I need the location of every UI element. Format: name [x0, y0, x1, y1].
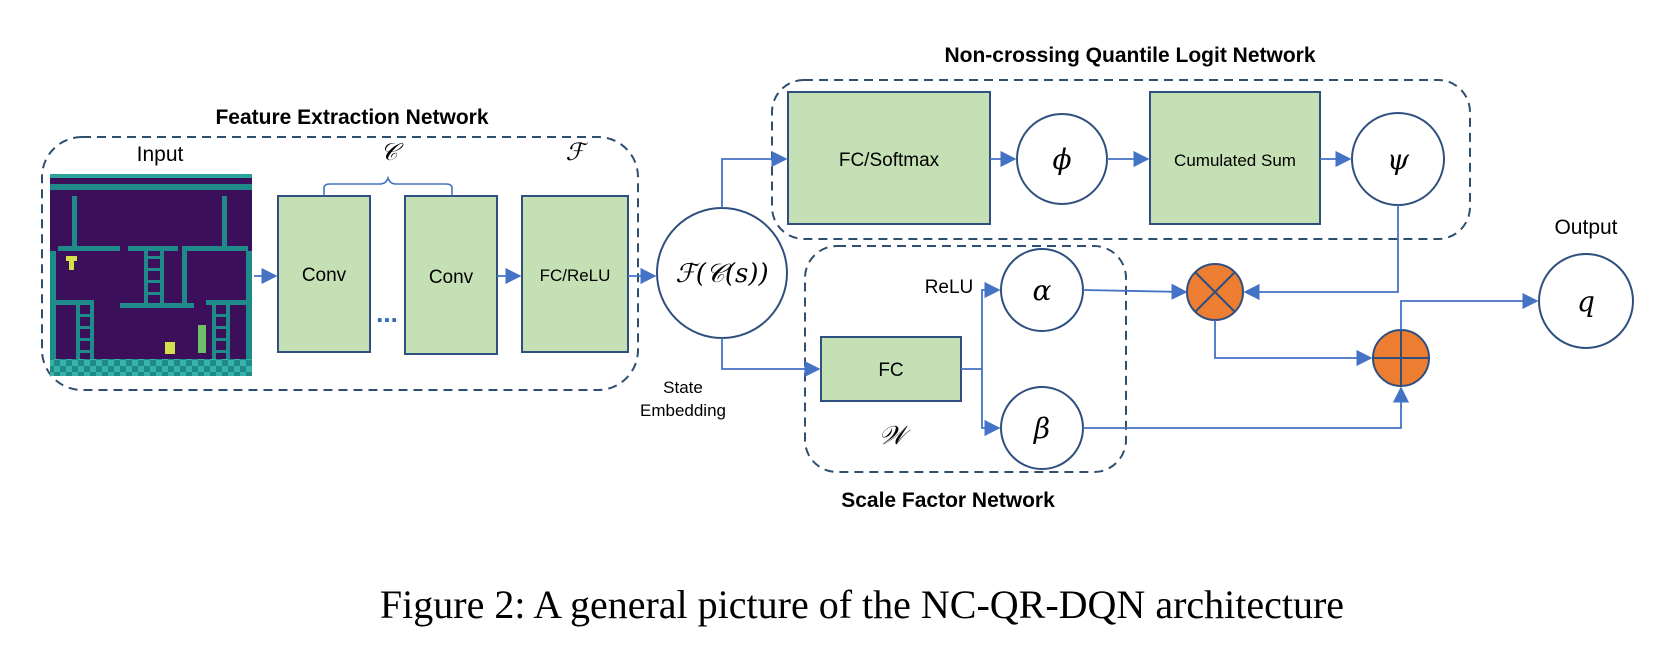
q-label: q [1577, 285, 1595, 318]
conv-set-symbol: 𝒞 [380, 138, 404, 166]
fc-label: FC [878, 360, 903, 381]
arrow-add-output [1400, 292, 1539, 330]
fc-box [820, 336, 962, 402]
input-label: Input [137, 143, 184, 166]
cumulated-sum-label: Cumulated Sum [1174, 151, 1296, 170]
arrow-multiply-add [1214, 320, 1373, 367]
phi-label: ϕ [1052, 143, 1071, 176]
w-set-symbol: 𝒲 [878, 421, 911, 451]
arrow-alpha-multiply [1082, 283, 1188, 300]
psi-label: ψ [1387, 143, 1410, 176]
arrow-beta-add [1083, 386, 1410, 429]
q-node [1538, 253, 1634, 349]
fc-softmax-box [787, 91, 991, 225]
state-embedding-caption-1: State [663, 378, 703, 397]
scale-network-group [804, 245, 1127, 473]
arrow-psi-multiply [1243, 205, 1399, 301]
arrow-fc-beta [981, 369, 1001, 437]
fc-softmax-label: FC/Softmax [839, 150, 940, 171]
alpha-label: α [1033, 274, 1052, 307]
game-screen-image [50, 174, 252, 376]
output-label: Output [1554, 216, 1617, 239]
conv-brace [323, 175, 453, 196]
cumulated-sum-box [1149, 91, 1321, 225]
arrow-fc-alpha [961, 281, 1001, 370]
arrow-embedding-fc [721, 338, 821, 378]
state-embedding-label: ℱ(𝒞(s)) [675, 259, 768, 289]
ellipsis-dots: ... [376, 298, 398, 328]
conv-box-2 [404, 195, 498, 355]
conv-box-1 [277, 195, 371, 353]
relu-label: ReLU [925, 277, 974, 298]
fc-relu-box [521, 195, 629, 353]
arrow-embedding-softmax [721, 150, 788, 208]
fc-relu-label: FC/ReLU [540, 266, 611, 285]
state-embedding-caption-2: Embedding [640, 401, 726, 420]
beta-label: β [1033, 412, 1050, 445]
fc-set-symbol: ℱ [566, 138, 589, 166]
multiply-operator [1186, 263, 1244, 321]
feature-network-title: Feature Extraction Network [215, 106, 488, 129]
feature-network-group [41, 136, 639, 391]
connections [254, 150, 1539, 437]
scale-network-title: Scale Factor Network [841, 489, 1055, 512]
quantile-network-title: Non-crossing Quantile Logit Network [944, 44, 1315, 67]
add-operator [1372, 329, 1430, 387]
figure-caption: Figure 2: A general picture of the NC-QR… [380, 582, 1344, 627]
conv-box-1-label: Conv [302, 265, 347, 286]
conv-box-2-label: Conv [429, 267, 474, 288]
